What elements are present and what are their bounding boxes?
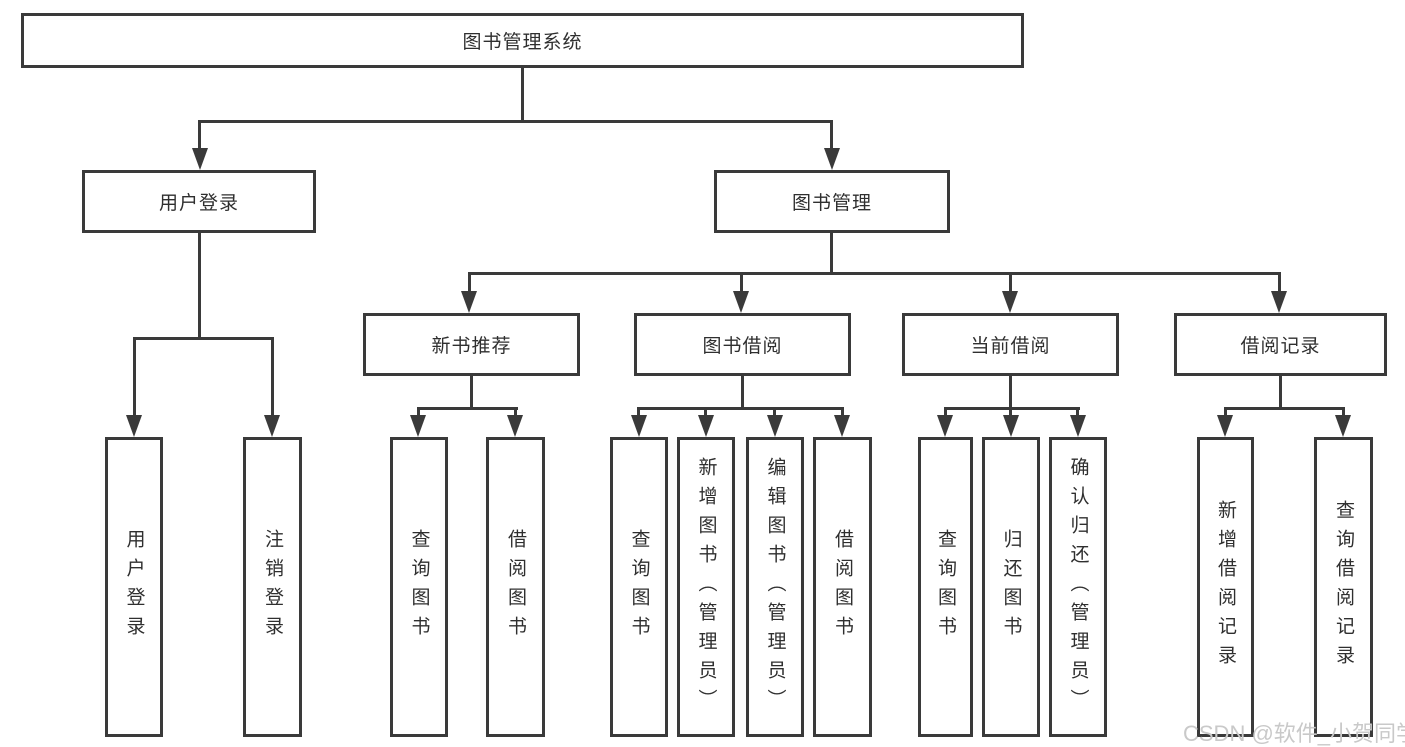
- connector-user-login-stem: [198, 233, 201, 337]
- node-current-borrow-label: 当前借阅: [970, 336, 1051, 357]
- leaf-nb-query-books: 查询图书: [390, 437, 448, 737]
- node-book-management: 图书管理: [714, 170, 950, 233]
- arrowhead-down-icon: [507, 415, 523, 437]
- leaf-user-login: 用户登录: [105, 437, 163, 737]
- leaf-bb-edit-books-admin-label: 编辑图书（管理员）: [764, 456, 786, 718]
- connector-book-mgmt-crossbar: [468, 272, 1281, 275]
- node-library-system: 图书管理系统: [21, 13, 1024, 68]
- connector-bb-drop-4: [841, 407, 844, 419]
- arrowhead-down-icon: [767, 415, 783, 437]
- leaf-cb-confirm-return-admin: 确认归还（管理员）: [1049, 437, 1107, 737]
- connector-to-borrow-records: [1278, 272, 1281, 293]
- connector-bb-drop-3: [773, 407, 776, 419]
- arrowhead-down-icon: [1070, 415, 1086, 437]
- node-new-book-recommend-label: 新书推荐: [431, 336, 512, 357]
- leaf-logout: 注销登录: [243, 437, 302, 737]
- node-borrow-records-label: 借阅记录: [1240, 336, 1321, 357]
- node-user-login-label: 用户登录: [158, 193, 239, 214]
- connector-bb-stem: [741, 376, 744, 409]
- connector-cb-stem: [1009, 376, 1012, 409]
- arrowhead-down-icon: [461, 291, 477, 313]
- leaf-br-add-record-label: 新增借阅记录: [1215, 500, 1236, 674]
- arrowhead-down-icon: [264, 415, 280, 437]
- leaf-br-query-record: 查询借阅记录: [1314, 437, 1373, 737]
- connector-bb-drop-2: [704, 407, 707, 419]
- arrowhead-down-icon: [698, 415, 714, 437]
- arrowhead-down-icon: [824, 148, 840, 170]
- node-book-borrow-label: 图书借阅: [702, 336, 783, 357]
- arrowhead-down-icon: [126, 415, 142, 437]
- arrowhead-down-icon: [1335, 415, 1351, 437]
- connector-user-login-crossbar: [133, 337, 274, 340]
- connector-cb-crossbar: [944, 407, 1080, 410]
- connector-to-book-borrow: [740, 272, 743, 293]
- node-current-borrow: 当前借阅: [902, 313, 1119, 376]
- connector-nb-stem: [470, 376, 473, 409]
- connector-bb-crossbar: [637, 407, 844, 410]
- connector-to-book-management: [830, 120, 833, 150]
- leaf-bb-query-books: 查询图书: [610, 437, 668, 737]
- connector-to-current-borrow: [1009, 272, 1012, 293]
- leaf-logout-label: 注销登录: [262, 529, 283, 645]
- arrowhead-down-icon: [192, 148, 208, 170]
- leaf-nb-borrow-books-label: 借阅图书: [505, 529, 526, 645]
- leaf-bb-query-books-label: 查询图书: [628, 529, 650, 645]
- connector-cb-drop-2: [1009, 407, 1012, 419]
- connector-to-new-book-recommend: [468, 272, 471, 293]
- connector-br-drop-1: [1224, 407, 1227, 419]
- leaf-user-login-label: 用户登录: [123, 529, 145, 645]
- leaf-cb-query-books: 查询图书: [918, 437, 973, 737]
- leaf-bb-borrow-books: 借阅图书: [813, 437, 872, 737]
- leaf-cb-return-books: 归还图书: [982, 437, 1040, 737]
- leaf-bb-borrow-books-label: 借阅图书: [832, 529, 853, 645]
- connector-cb-drop-3: [1076, 407, 1079, 419]
- connector-nb-drop-1: [417, 407, 420, 419]
- connector-br-crossbar: [1224, 407, 1345, 410]
- connector-br-stem: [1279, 376, 1282, 409]
- connector-nb-drop-2: [514, 407, 517, 419]
- arrowhead-down-icon: [631, 415, 647, 437]
- arrowhead-down-icon: [834, 415, 850, 437]
- leaf-cb-query-books-label: 查询图书: [935, 529, 956, 645]
- connector-nb-crossbar: [417, 407, 518, 410]
- node-borrow-records: 借阅记录: [1174, 313, 1387, 376]
- connector-to-leaf-logout: [271, 337, 274, 417]
- connector-to-user-login: [198, 120, 201, 150]
- connector-book-mgmt-stem: [830, 233, 833, 272]
- arrowhead-down-icon: [1217, 415, 1233, 437]
- leaf-nb-query-books-label: 查询图书: [408, 529, 430, 645]
- connector-cb-drop-1: [944, 407, 947, 419]
- leaf-br-add-record: 新增借阅记录: [1197, 437, 1254, 737]
- leaf-bb-edit-books-admin: 编辑图书（管理员）: [746, 437, 804, 737]
- leaf-nb-borrow-books: 借阅图书: [486, 437, 545, 737]
- leaf-cb-return-books-label: 归还图书: [1000, 529, 1022, 645]
- csdn-watermark: CSDN @软件_小贺同学: [1183, 721, 1405, 746]
- leaf-bb-add-books-admin: 新增图书（管理员）: [677, 437, 735, 737]
- connector-br-drop-2: [1342, 407, 1345, 419]
- node-user-login-branch: 用户登录: [82, 170, 316, 233]
- leaf-cb-confirm-return-admin-label: 确认归还（管理员）: [1067, 456, 1089, 718]
- node-book-borrow: 图书借阅: [634, 313, 851, 376]
- arrowhead-down-icon: [1003, 415, 1019, 437]
- arrowhead-down-icon: [937, 415, 953, 437]
- node-new-book-recommend: 新书推荐: [363, 313, 580, 376]
- leaf-bb-add-books-admin-label: 新增图书（管理员）: [695, 456, 717, 718]
- connector-bb-drop-1: [637, 407, 640, 419]
- arrowhead-down-icon: [733, 291, 749, 313]
- arrowhead-down-icon: [1002, 291, 1018, 313]
- node-book-management-label: 图书管理: [791, 193, 872, 214]
- arrowhead-down-icon: [410, 415, 426, 437]
- arrowhead-down-icon: [1271, 291, 1287, 313]
- connector-root-crossbar: [198, 120, 833, 123]
- node-library-system-label: 图书管理系统: [462, 32, 583, 53]
- leaf-br-query-record-label: 查询借阅记录: [1333, 500, 1354, 674]
- connector-to-leaf-user-login: [133, 337, 136, 417]
- connector-root-stem: [521, 68, 524, 120]
